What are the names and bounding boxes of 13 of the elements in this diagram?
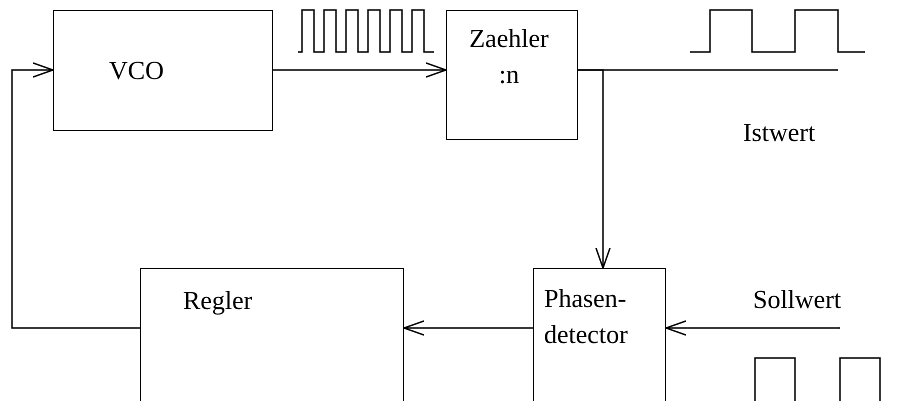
block-label: Phasen- detector	[544, 283, 629, 351]
arrow	[273, 62, 447, 78]
block-box	[53, 10, 273, 131]
block-box	[533, 268, 666, 401]
block-box	[446, 10, 578, 140]
arrow	[403, 320, 533, 336]
arrow	[665, 320, 840, 336]
block-label: Regler	[183, 285, 254, 317]
block-box	[140, 268, 404, 401]
arrow	[11, 62, 140, 329]
block-label: Zaehler :n	[468, 23, 550, 91]
arrow	[578, 69, 611, 269]
block-label: VCO	[109, 55, 165, 87]
